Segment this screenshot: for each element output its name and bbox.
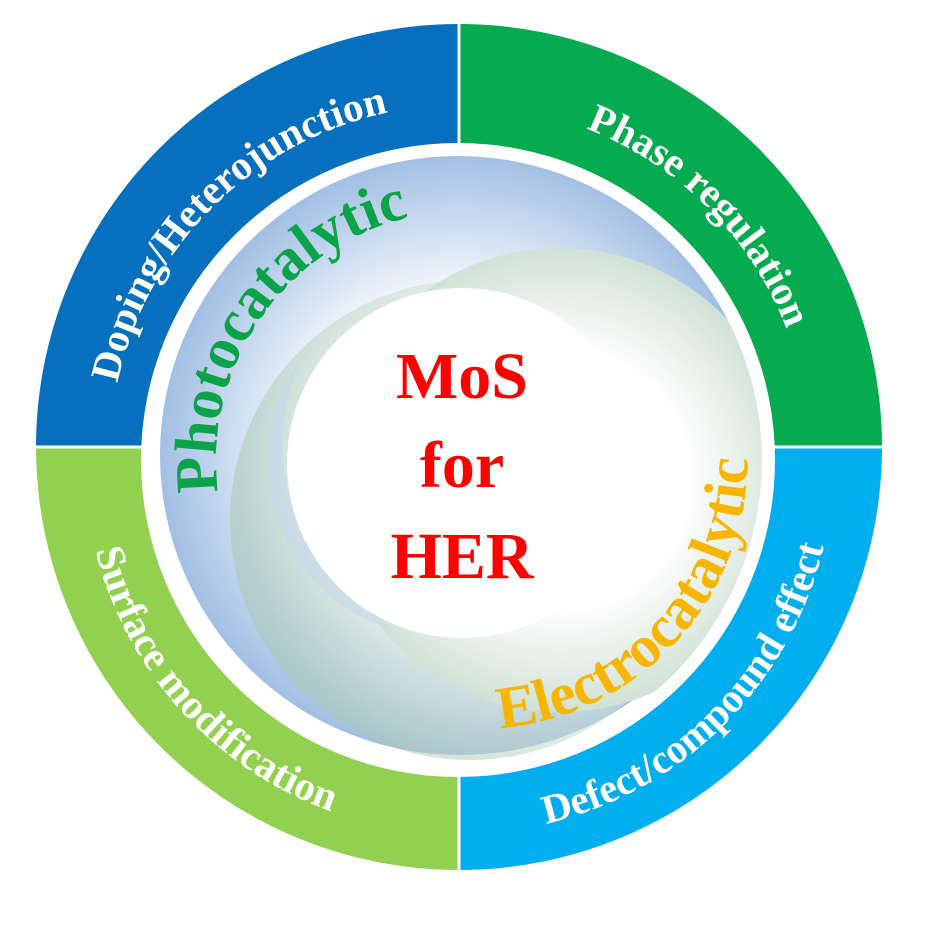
center-title: MoS for HER [390,340,534,593]
center-title-line-2: for [420,429,504,502]
center-title-line-1: MoS [396,340,528,413]
center-title-line-3: HER [390,520,534,593]
center-circle [287,288,637,638]
